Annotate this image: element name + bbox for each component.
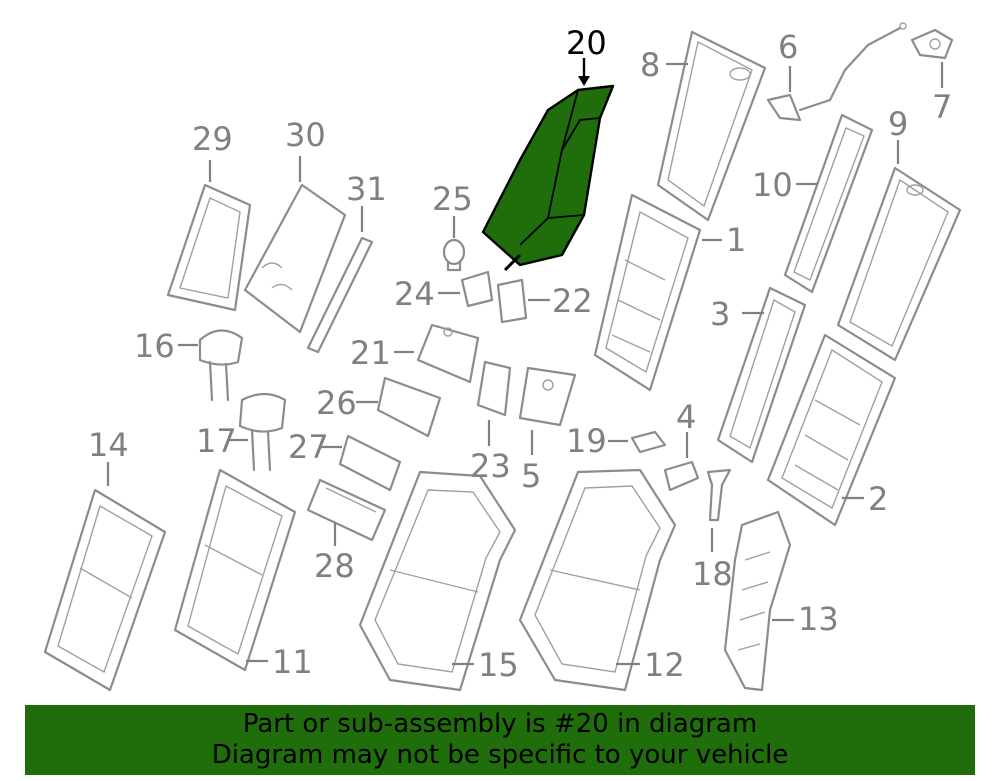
label-19: 19	[566, 422, 607, 460]
part-22[interactable]	[496, 278, 528, 324]
label-5: 5	[521, 457, 541, 495]
label-24: 24	[394, 275, 435, 313]
label-18: 18	[692, 555, 733, 593]
part-6[interactable]	[766, 22, 907, 122]
label-7: 7	[932, 88, 952, 126]
part-5[interactable]	[518, 366, 577, 427]
part-20-highlighted[interactable]	[481, 84, 615, 272]
label-9: 9	[888, 105, 908, 143]
label-3: 3	[710, 295, 730, 333]
banner-line-2: Diagram may not be specific to your vehi…	[211, 740, 789, 770]
part-4[interactable]	[663, 460, 700, 492]
label-8: 8	[640, 46, 660, 84]
label-11: 11	[272, 643, 313, 681]
label-12: 12	[644, 646, 685, 684]
label-15: 15	[478, 646, 519, 684]
part-9[interactable]	[836, 166, 962, 362]
arrowhead-20	[578, 76, 590, 86]
label-27: 27	[288, 428, 329, 466]
label-22: 22	[552, 282, 593, 320]
label-26: 26	[316, 384, 357, 422]
label-31: 31	[346, 170, 387, 208]
parts-diagram: 20 8 6 7 1 10 9	[43, 22, 962, 692]
part-10[interactable]	[783, 113, 874, 294]
part-8[interactable]	[656, 30, 767, 222]
part-3[interactable]	[716, 286, 807, 464]
info-banner: Part or sub-assembly is #20 in diagram D…	[25, 705, 975, 775]
part-27[interactable]	[338, 434, 402, 492]
part-21[interactable]	[416, 323, 480, 384]
label-21: 21	[350, 334, 391, 372]
label-29: 29	[192, 120, 233, 158]
label-4: 4	[676, 398, 696, 436]
part-23[interactable]	[476, 360, 512, 417]
label-13: 13	[798, 600, 839, 638]
label-20: 20	[566, 24, 607, 62]
label-2: 2	[868, 480, 888, 518]
part-25[interactable]	[442, 238, 466, 272]
part-11[interactable]	[173, 468, 297, 672]
part-2[interactable]	[766, 333, 897, 527]
label-23: 23	[470, 447, 511, 485]
label-25: 25	[432, 180, 473, 218]
label-16: 16	[134, 327, 175, 365]
part-14[interactable]	[43, 488, 167, 692]
part-24[interactable]	[460, 270, 494, 308]
part-29[interactable]	[166, 183, 252, 312]
banner-line-1: Part or sub-assembly is #20 in diagram	[242, 709, 758, 739]
part-1[interactable]	[593, 193, 702, 392]
label-28: 28	[314, 547, 355, 585]
part-31[interactable]	[306, 236, 374, 354]
part-28[interactable]	[306, 478, 387, 542]
label-6: 6	[778, 28, 798, 66]
label-30: 30	[285, 116, 326, 154]
part-17[interactable]	[238, 392, 287, 472]
label-10: 10	[752, 166, 793, 204]
label-17: 17	[196, 422, 237, 460]
part-26[interactable]	[376, 376, 442, 438]
part-13[interactable]	[723, 510, 792, 692]
part-30[interactable]	[243, 183, 347, 334]
part-12[interactable]	[518, 468, 677, 692]
part-7[interactable]	[910, 28, 954, 60]
part-19[interactable]	[630, 430, 667, 454]
part-18[interactable]	[706, 468, 732, 522]
part-16[interactable]	[198, 329, 244, 402]
part-15[interactable]	[358, 470, 517, 692]
label-14: 14	[88, 426, 129, 464]
label-1: 1	[726, 221, 746, 259]
